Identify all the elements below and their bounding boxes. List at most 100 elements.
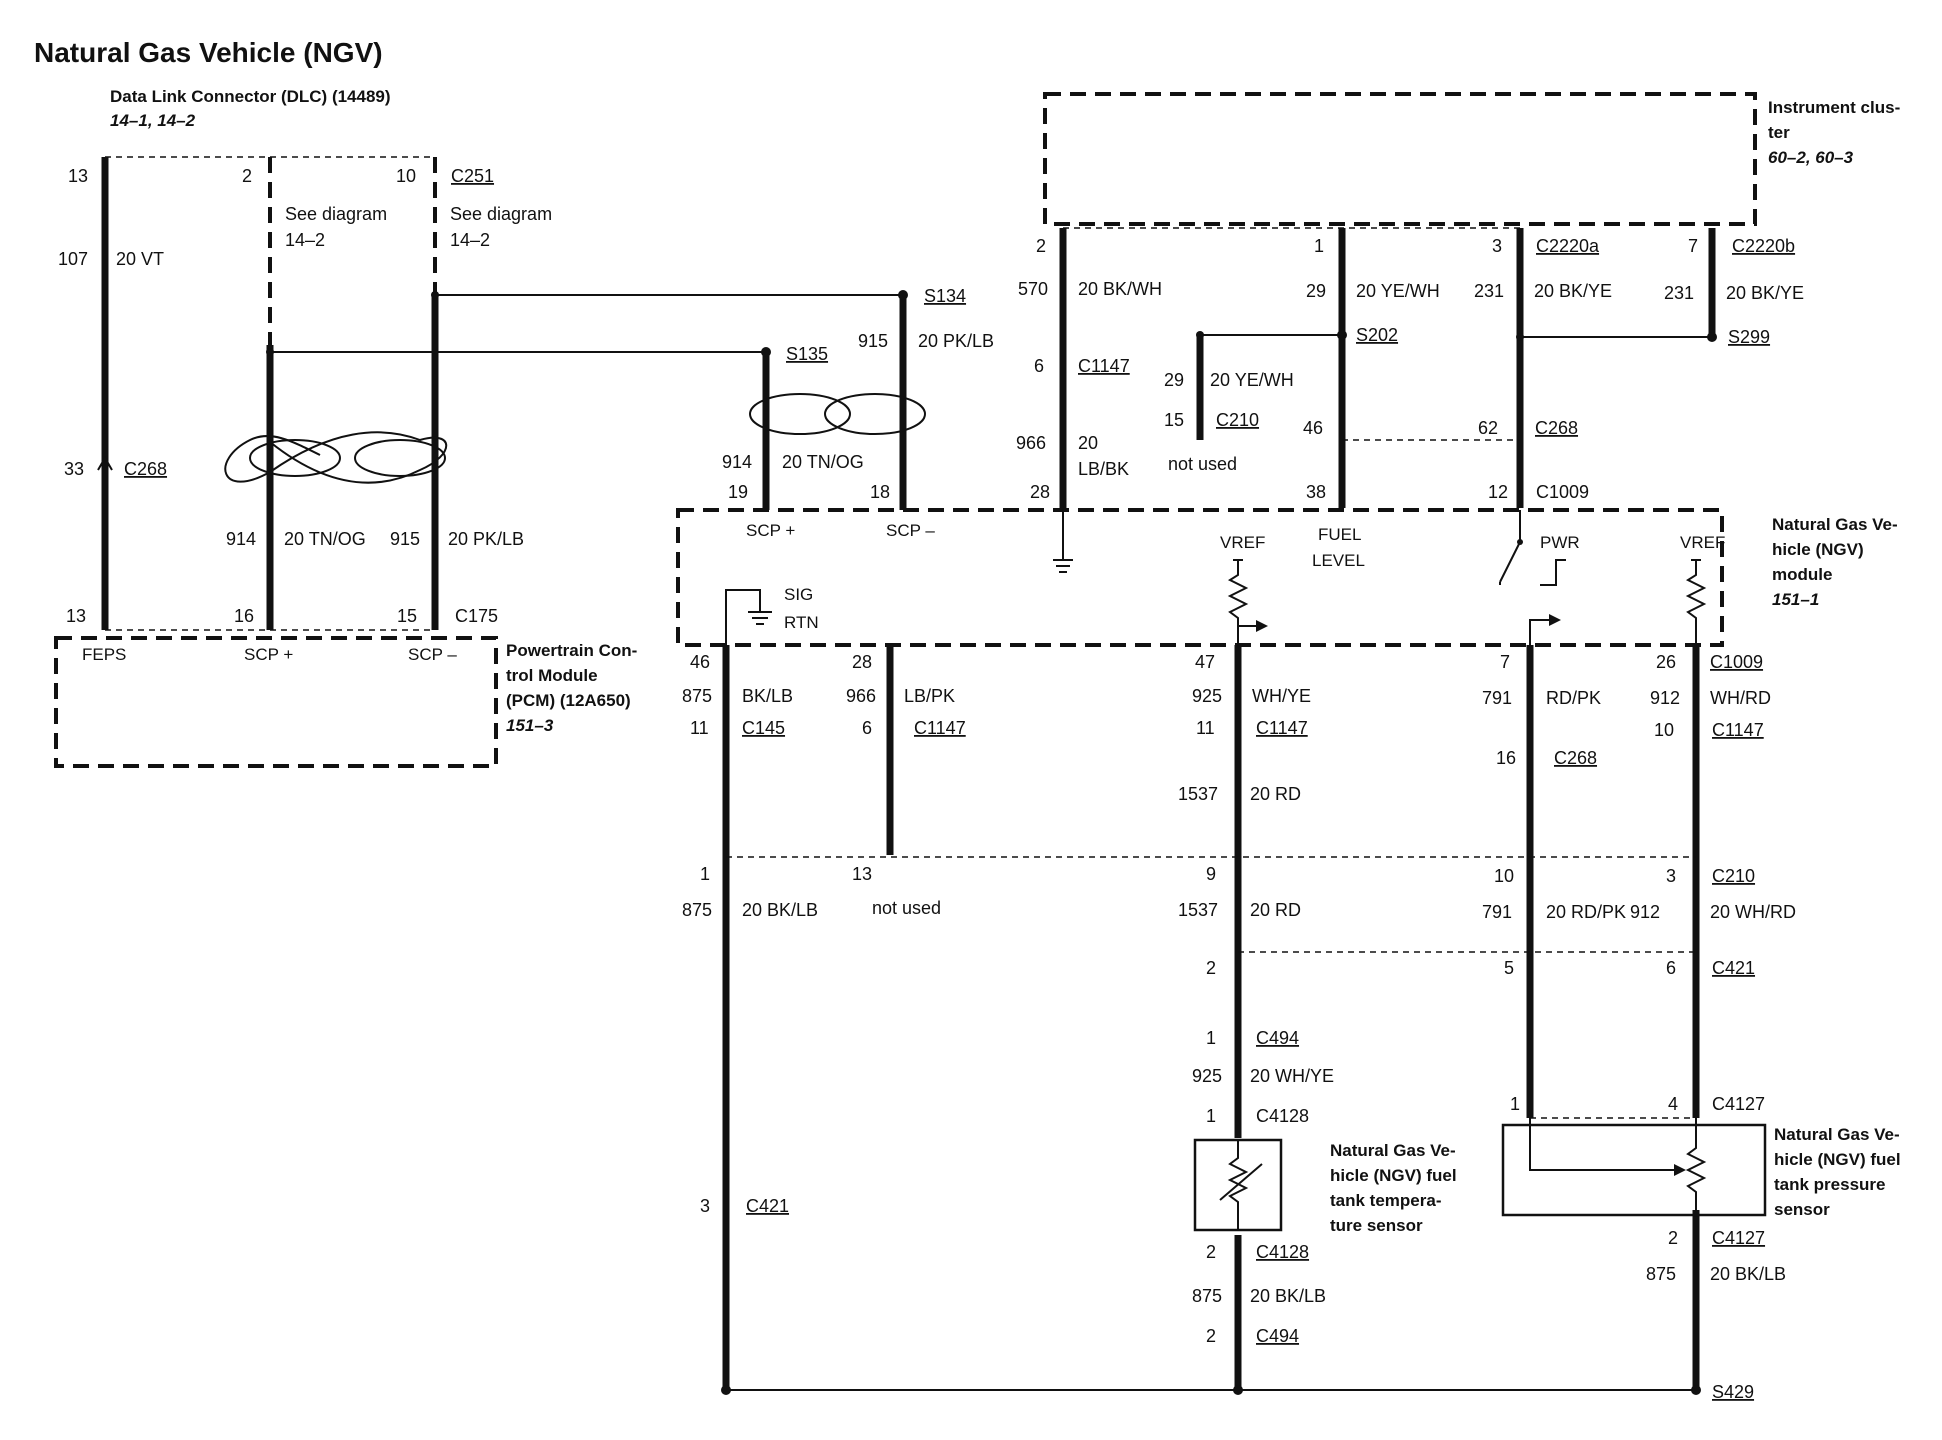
twisted-pair-left	[224, 431, 448, 484]
pin-3-c421: 3	[700, 1196, 710, 1216]
circuit-875-b: 875	[682, 900, 712, 920]
conn-c4127-bottom: C4127	[1712, 1228, 1765, 1248]
splice-dot-dlc-2	[266, 348, 274, 356]
circuit-912-a: 912	[1650, 688, 1680, 708]
pcm-box	[54, 636, 498, 768]
pin-28-ngv: 28	[1030, 482, 1050, 502]
pin-1-c494: 1	[1206, 1028, 1216, 1048]
wire-label-whrd: WH/RD	[1710, 688, 1771, 708]
pin-2-cluster: 2	[1036, 236, 1046, 256]
wire-label-20-top: 20	[1078, 433, 1098, 453]
circuit-925-a: 925	[1192, 686, 1222, 706]
pin-2-c421: 2	[1206, 958, 1216, 978]
circuit-231-a: 231	[1474, 281, 1504, 301]
circuit-231-b: 231	[1664, 283, 1694, 303]
pin-2-c4127: 2	[1668, 1228, 1678, 1248]
circuit-875-c: 875	[1192, 1286, 1222, 1306]
splice-s299	[1707, 332, 1717, 342]
pressure-sensor-box	[1501, 1123, 1767, 1217]
conn-c268-left: C268	[124, 459, 167, 479]
pressure-sensor-label-4: sensor	[1774, 1200, 1830, 1219]
note-not-used-lower: not used	[872, 898, 941, 918]
circuit-1537-b: 1537	[1178, 900, 1218, 920]
pin-1-c4127: 1	[1510, 1094, 1520, 1114]
conn-c210-lower: C210	[1712, 866, 1755, 886]
conn-c2220a: C2220a	[1536, 236, 1600, 256]
cluster-ref: 60–2, 60–3	[1768, 148, 1854, 167]
circuit-1537-a: 1537	[1178, 784, 1218, 804]
conn-c145: C145	[742, 718, 785, 738]
wire-label-20vt: 20 VT	[116, 249, 164, 269]
conn-c4127-top: C4127	[1712, 1094, 1765, 1114]
pin-3-cluster: 3	[1492, 236, 1502, 256]
pin-6-c1147-b: 6	[862, 718, 872, 738]
pin-scp-plus-ngv: SCP +	[746, 521, 795, 540]
pin-2-c4128: 2	[1206, 1242, 1216, 1262]
conn-c2220b: C2220b	[1732, 236, 1795, 256]
conn-s429: S429	[1712, 1382, 1754, 1402]
sig-rtn-ground-icon	[725, 589, 772, 645]
wire-label-bklb: BK/LB	[742, 686, 793, 706]
pcm-ref: 151–3	[506, 716, 554, 735]
splice-s429-left	[721, 1385, 731, 1395]
conn-s135: S135	[786, 344, 828, 364]
wire-label-20rdpk: 20 RD/PK	[1546, 902, 1626, 922]
pin-33: 33	[64, 459, 84, 479]
c268-left-mark	[97, 456, 113, 471]
pin-level: LEVEL	[1312, 551, 1365, 570]
pressure-sensor-label-2: hicle (NGV) fuel	[1774, 1150, 1901, 1169]
temp-sensor-label-1: Natural Gas Ve-	[1330, 1141, 1456, 1160]
conn-c1147-d: C1147	[1712, 720, 1764, 740]
splice-s429-mid	[1233, 1385, 1243, 1395]
pcm-label-2: trol Module	[506, 666, 598, 685]
temp-sensor-label-3: tank tempera-	[1330, 1191, 1441, 1210]
splice-s135	[761, 347, 771, 357]
splice-s299-start	[1516, 333, 1524, 341]
vref-resistor-2-icon	[1685, 559, 1707, 645]
pin-rtn: RTN	[784, 613, 819, 632]
conn-c494-top: C494	[1256, 1028, 1299, 1048]
circuit-29-top: 29	[1306, 281, 1326, 301]
pin-6-c1147-top: 6	[1034, 356, 1044, 376]
pressure-sensor-label-1: Natural Gas Ve-	[1774, 1125, 1900, 1144]
circuit-875-d: 875	[1646, 1264, 1676, 1284]
wire-label-20whrd: 20 WH/RD	[1710, 902, 1796, 922]
pin-scp-minus-pcm: SCP –	[408, 645, 457, 664]
wire-label-20rd-a: 20 RD	[1250, 784, 1301, 804]
pin-scp-plus-pcm: SCP +	[244, 645, 293, 664]
splice-dot-dlc-10	[431, 291, 439, 299]
conn-s134: S134	[924, 286, 966, 306]
conn-c268-top: C268	[1535, 418, 1578, 438]
wire-label-20pklb-mid: 20 PK/LB	[918, 331, 994, 351]
pin-2-dlc: 2	[242, 166, 252, 186]
wire-label-whye: WH/YE	[1252, 686, 1311, 706]
circuit-914-left: 914	[226, 529, 256, 549]
note-ref-2: 14–2	[450, 230, 490, 250]
pin-1-c210: 1	[700, 864, 710, 884]
pin-16-pcm: 16	[234, 606, 254, 626]
temp-sensor-label-4: ture sensor	[1330, 1216, 1423, 1235]
cluster-label-1: Instrument clus-	[1768, 98, 1900, 117]
ngv-label-2: hicle (NGV)	[1772, 540, 1864, 559]
pin-fuel: FUEL	[1318, 525, 1361, 544]
wire-label-rdpk: RD/PK	[1546, 688, 1601, 708]
circuit-915-mid: 915	[858, 331, 888, 351]
pin-vref-1: VREF	[1220, 533, 1265, 552]
pcm-label-3: (PCM) (12A650)	[506, 691, 631, 710]
conn-c175: C175	[455, 606, 498, 626]
pin-13-pcm: 13	[66, 606, 86, 626]
note-see-diagram-2: See diagram	[450, 204, 552, 224]
wire-label-20yewh-stub: 20 YE/WH	[1210, 370, 1294, 390]
instrument-cluster-box	[1043, 92, 1757, 226]
pin-scp-minus-ngv: SCP –	[886, 521, 935, 540]
pin-10-c1147: 10	[1654, 720, 1674, 740]
pin-9-c210: 9	[1206, 864, 1216, 884]
pin-6-c421: 6	[1666, 958, 1676, 978]
ngv-ref: 151–1	[1772, 590, 1819, 609]
circuit-912-b: 912	[1630, 902, 1660, 922]
circuit-925-b: 925	[1192, 1066, 1222, 1086]
pin-16-c268: 16	[1496, 748, 1516, 768]
twist-loop-l1	[249, 439, 341, 477]
pin-13-dlc: 13	[68, 166, 88, 186]
